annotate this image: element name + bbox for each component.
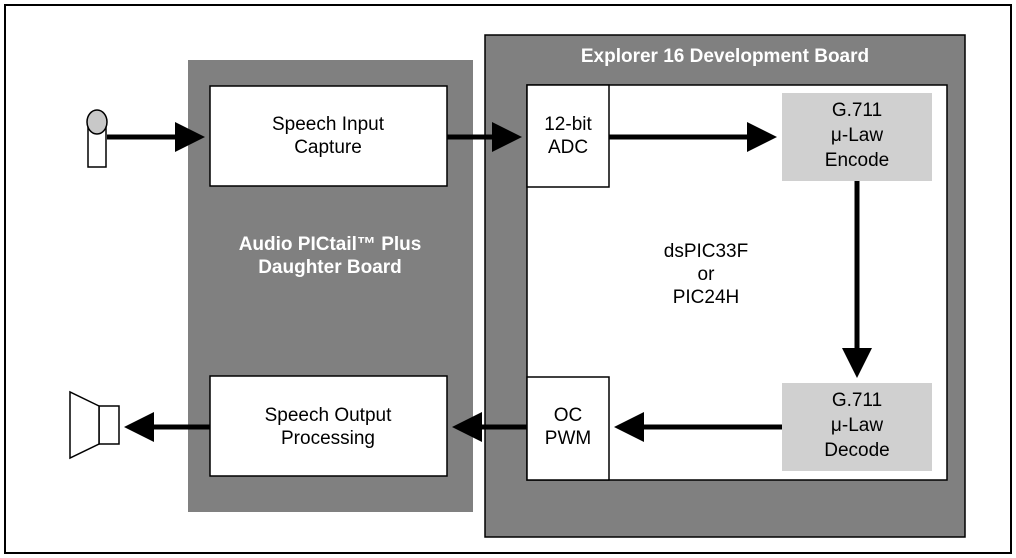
speech-output-block	[209, 375, 448, 477]
decode-line3: Decode	[824, 440, 890, 461]
microphone-icon	[86, 109, 108, 168]
speech-output-line1: Speech Output	[265, 405, 392, 426]
speech-input-block	[209, 85, 448, 187]
mcu-label-line3: PIC24H	[673, 287, 740, 308]
speech-input-line2: Capture	[294, 137, 362, 158]
decode-line2: μ-Law	[831, 415, 883, 436]
encode-line2: μ-Law	[831, 125, 883, 146]
adc-line1: 12-bit	[544, 114, 592, 135]
decode-block	[782, 383, 932, 471]
encode-line1: G.711	[832, 100, 882, 121]
explorer-board-title: Explorer 16 Development Board	[581, 46, 869, 67]
mcu-label-line2: or	[698, 264, 716, 285]
encode-block	[782, 93, 932, 181]
adc-block	[526, 84, 610, 188]
adc-line2: ADC	[548, 137, 588, 158]
oc-pwm-line2: PWM	[545, 428, 591, 449]
speech-output-line2: Processing	[281, 428, 375, 449]
pictail-board-title-line2: Daughter Board	[258, 257, 402, 278]
speech-input-line1: Speech Input	[272, 114, 385, 135]
mcu-label-line1: dsPIC33F	[664, 241, 748, 262]
speaker-icon	[69, 390, 120, 460]
oc-pwm-line1: OC	[554, 405, 583, 426]
decode-line1: G.711	[832, 390, 882, 411]
oc-pwm-block	[526, 376, 610, 481]
pictail-board-title-line1: Audio PICtail™ Plus	[239, 234, 422, 255]
encode-line3: Encode	[825, 150, 889, 171]
